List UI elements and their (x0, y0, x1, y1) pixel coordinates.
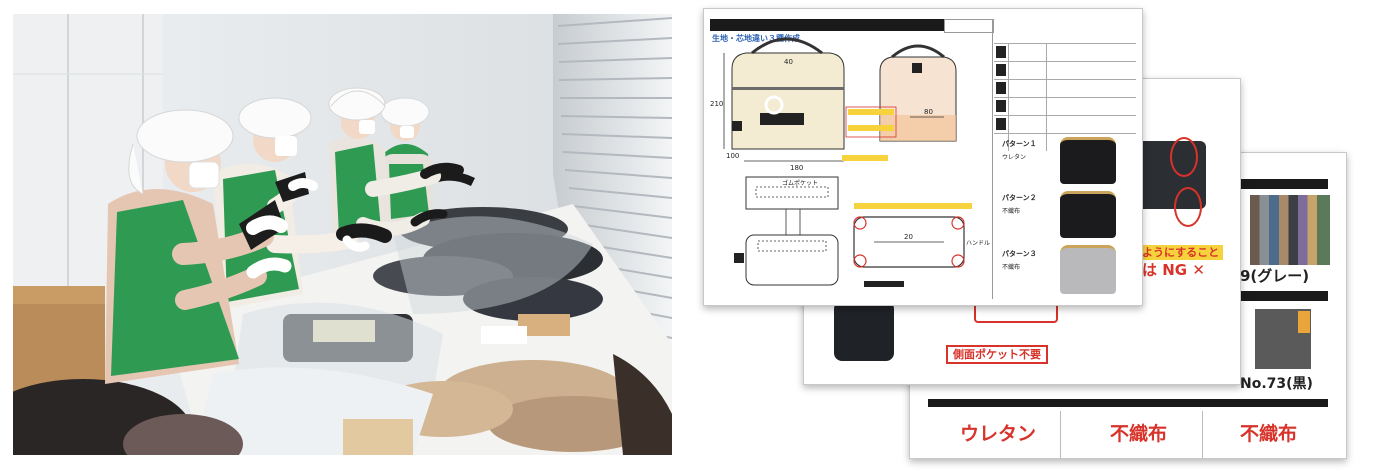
material-row-label-1: ウレタン (960, 423, 1037, 445)
pattern-label-2: パターン２ (1002, 194, 1037, 202)
factory-inspection-photo (13, 14, 672, 455)
red-highlight-circle (1170, 137, 1198, 177)
dimension-depth: 100 (726, 152, 740, 160)
spec-table (994, 33, 1136, 151)
factory-scene-illustration (13, 14, 672, 455)
dimension-inner: 80 (924, 108, 933, 116)
callout-no-side-pocket: 側面ポケット不要 (946, 345, 1048, 364)
pattern-note-1: ウレタン (1002, 154, 1027, 161)
spec-documents-collage: 9(グレー) No.73(黒) ウレタン 不織布 不織布 なるようにすること は… (695, 0, 1386, 470)
dimension-bottom: 20 (904, 233, 913, 241)
pattern-note-3: 不織布 (1002, 264, 1021, 271)
pattern-note-2: 不織布 (1002, 208, 1021, 215)
pattern-label-1: パターン１ (1002, 140, 1037, 148)
pattern-label-3: パターン３ (1002, 250, 1037, 258)
pocket-label: ゴムポケット (782, 180, 819, 187)
bag-bottom-view (853, 203, 972, 287)
front-spec-sheet: 生地・芯地違い３種作成 (703, 8, 1143, 306)
color-swatch-strip (1250, 195, 1330, 265)
bag-technical-drawing (723, 37, 972, 287)
dimension-height: 210 (710, 100, 724, 108)
swatch-caption-black: No.73(黒) (1240, 376, 1313, 392)
pattern-2-bag-photo (1060, 191, 1116, 238)
dimension-width: 180 (790, 164, 804, 172)
red-highlight-circle-2 (1174, 187, 1202, 227)
handle-label: ハンドル (966, 240, 991, 247)
pattern-3-bag-photo (1060, 245, 1116, 294)
dimension-handle: 40 (784, 58, 793, 66)
pattern-1-bag-photo (1060, 137, 1116, 184)
swatch-caption-gray: 9(グレー) (1240, 267, 1310, 285)
material-row-label-2: 不織布 (1110, 423, 1168, 445)
ng-cross-icon: ✕ (1192, 261, 1205, 279)
section-title: 生地・芯地違い３種作成 (712, 34, 800, 43)
ng-callout: は NG ✕ (1142, 263, 1205, 278)
bag-front-view (723, 37, 845, 162)
material-row-label-3: 不織布 (1240, 423, 1298, 445)
bag-bottom-photo (834, 301, 894, 361)
pocket-layout-drawing (734, 176, 839, 286)
ng-callout-text: は NG (1142, 261, 1188, 279)
material-sample-tag (1298, 311, 1310, 333)
